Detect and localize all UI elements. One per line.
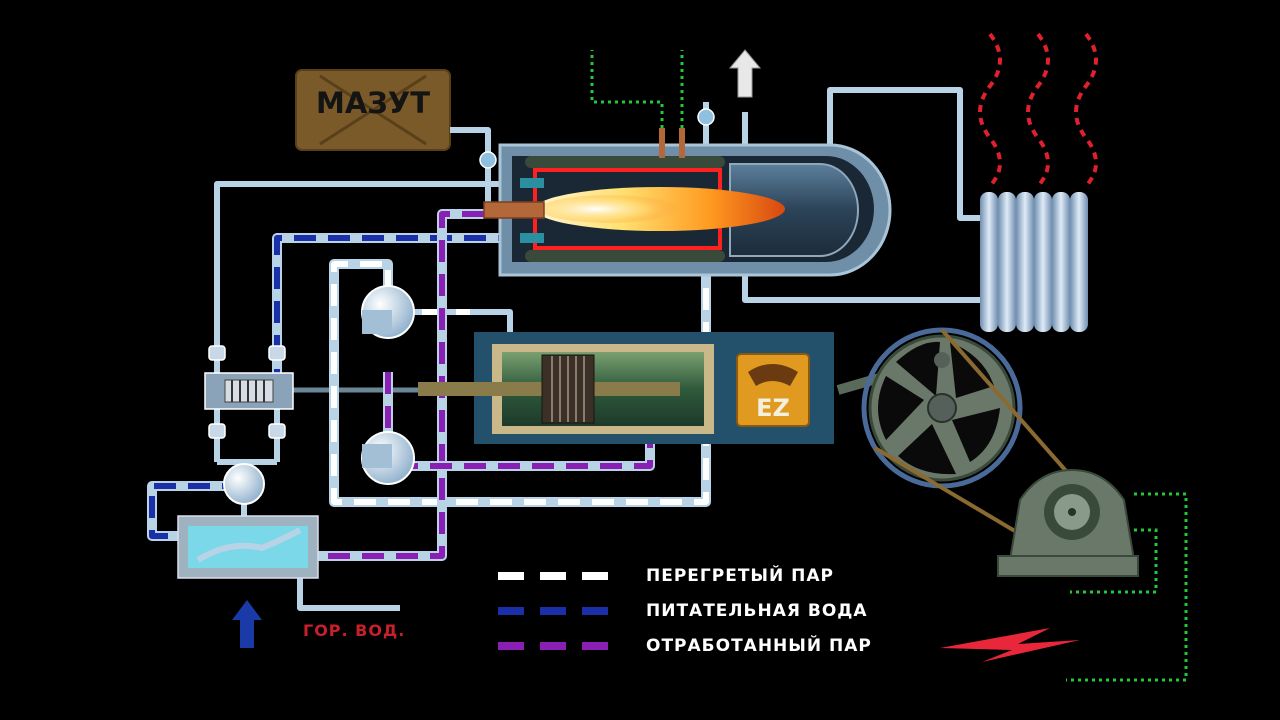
drive-belt <box>873 328 1076 542</box>
distribution-valves <box>361 285 415 485</box>
flywheel <box>861 327 1023 489</box>
condenser <box>177 515 319 579</box>
pipe-valves <box>479 108 715 169</box>
exhaust-arrow-icon <box>728 49 762 98</box>
cold-water-inlet-arrow-icon <box>232 600 262 648</box>
check-valves <box>208 345 286 439</box>
legend-swatches <box>498 572 610 650</box>
engine-logo-text: EZ <box>756 394 790 422</box>
hot-water-outlet-label: ГОР. ВОД. <box>303 621 406 640</box>
feed-pump <box>223 463 265 505</box>
heat-waves <box>978 32 1098 188</box>
generator <box>997 468 1139 577</box>
electricity-lightning-icon <box>940 628 1080 662</box>
legend-label-feed-water: ПИТАТЕЛЬНАЯ ВОДА <box>646 601 868 621</box>
legend-label-exhaust-steam: ОТРАБОТАННЫЙ ПАР <box>646 636 872 656</box>
engine-logo <box>736 353 810 427</box>
electric-wires <box>590 50 1188 682</box>
fuel-tank <box>295 69 451 151</box>
legend-label-superheated-steam: ПЕРЕГРЕТЫЙ ПАР <box>646 566 835 586</box>
radiator <box>980 192 1088 332</box>
regulator-block <box>204 372 294 410</box>
boiler <box>483 128 892 277</box>
fuel-tank-label: МАЗУТ <box>315 86 431 120</box>
